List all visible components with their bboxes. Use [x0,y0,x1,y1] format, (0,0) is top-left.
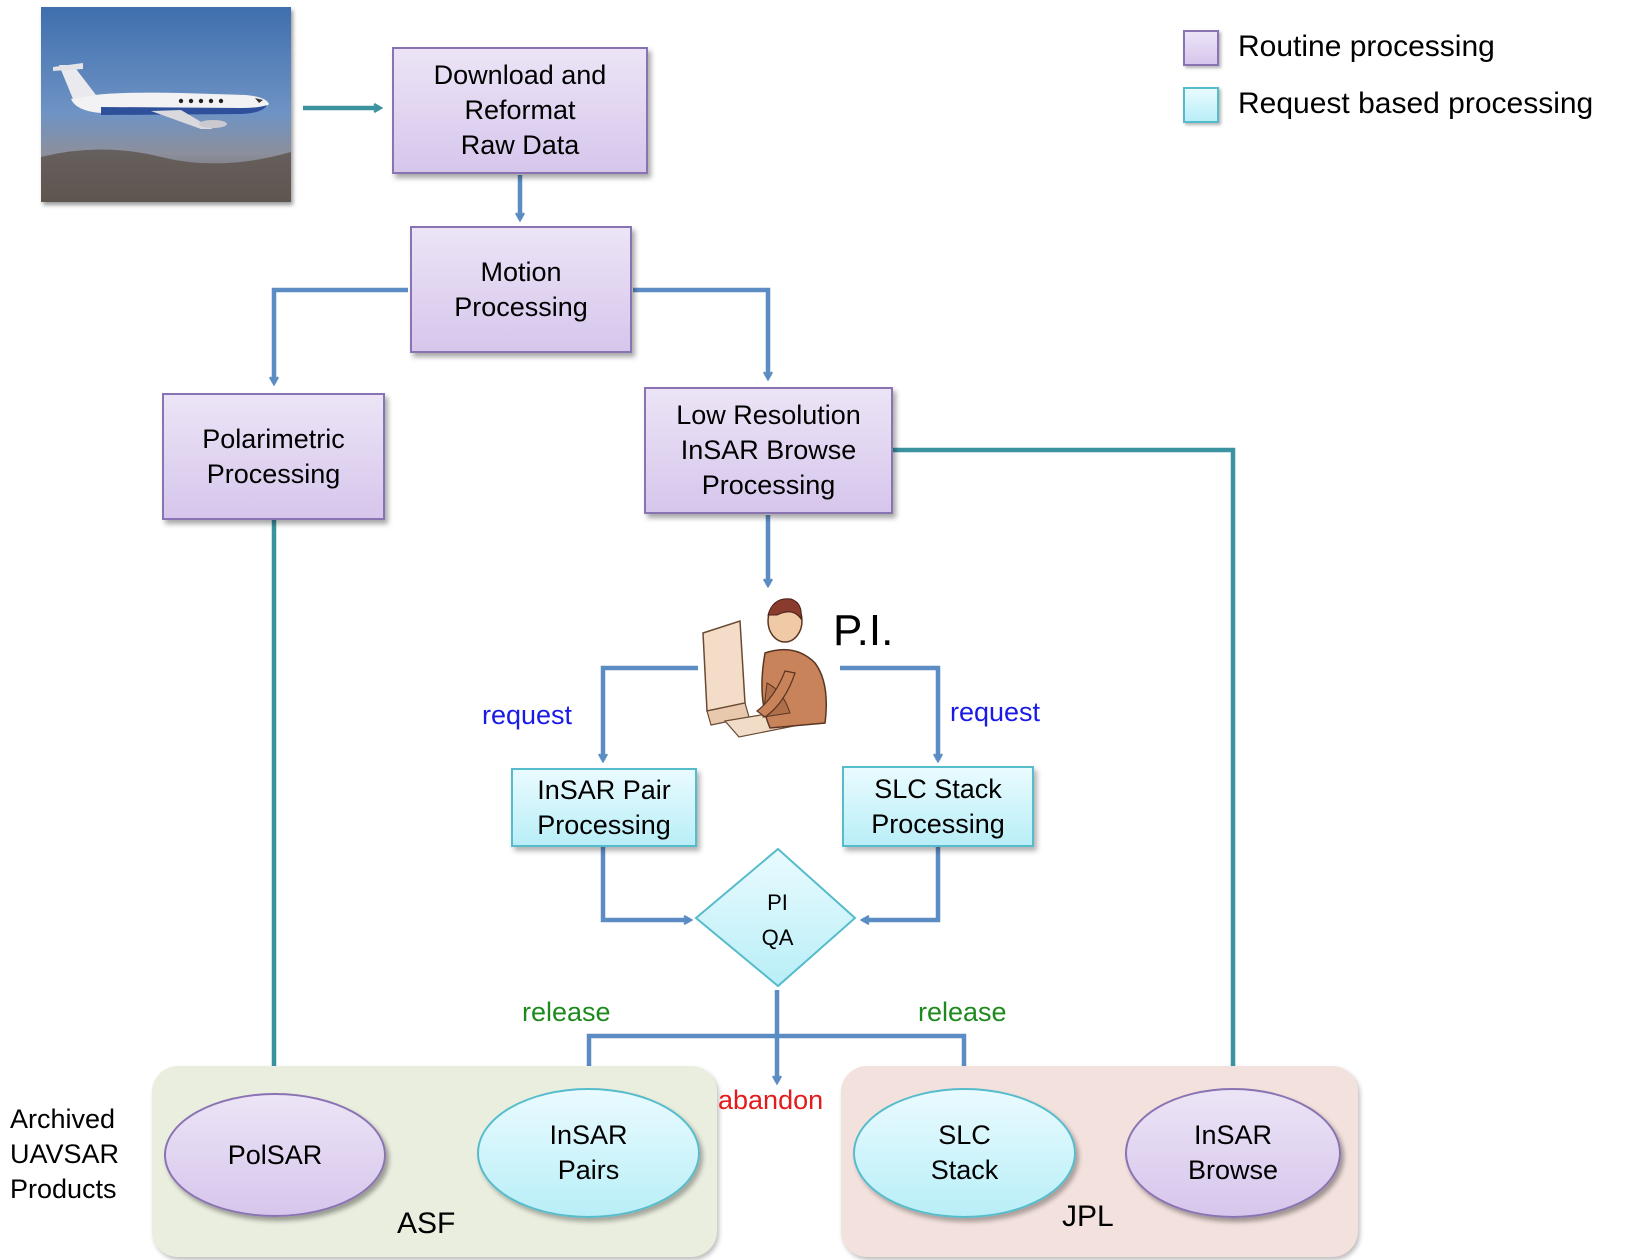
slc-stack-product: SLC Stack [853,1088,1076,1218]
insar-pairs-product: InSAR Pairs [477,1088,700,1218]
arrow-motion-to-polarimetric [274,287,408,383]
arrow-pi-to-slc-stack-processing [840,665,938,760]
abandon-label: abandon [718,1085,824,1115]
insar-browse-product: InSAR Browse [1125,1088,1341,1218]
low-resolution-browse-box: Low Resolution InSAR Browse Processing [644,387,893,514]
motion-processing-box: Motion Processing [410,226,632,353]
asf-label: ASF [397,1207,456,1240]
arrow-slc-stack-to-qa [863,847,941,920]
pi-label: P.I. [833,606,894,655]
legend-routine-swatch [1183,30,1219,66]
polarimetric-processing-box: Polarimetric Processing [162,393,385,520]
slc-stack-processing-box: SLC Stack Processing [842,766,1034,847]
release-label-right: release [918,997,1007,1027]
arrow-insar-pair-to-qa [600,847,690,920]
pi-qa-diamond [694,847,857,988]
arrow-motion-to-lowres [633,287,768,378]
arrow-pi-to-insar-pair [603,665,698,760]
pi-qa-label: PI QA [761,890,794,950]
request-label-left: request [482,700,573,730]
legend-request-swatch [1183,87,1219,123]
request-label-right: request [950,697,1041,727]
polsar-product: PolSAR [164,1093,386,1217]
download-reformat-box: Download and Reformat Raw Data [392,47,648,174]
legend-routine-label: Routine processing [1238,30,1495,63]
arrow-lowres-to-insar-browse [893,447,1233,1082]
person-at-computer-icon [702,598,827,738]
aircraft-photo [41,7,291,202]
insar-pair-processing-box: InSAR Pair Processing [511,768,697,847]
archived-products-label: Archived UAVSAR Products [10,1104,120,1204]
jpl-label: JPL [1062,1200,1114,1233]
legend-request-label: Request based processing [1238,87,1594,120]
release-label-left: release [522,997,611,1027]
